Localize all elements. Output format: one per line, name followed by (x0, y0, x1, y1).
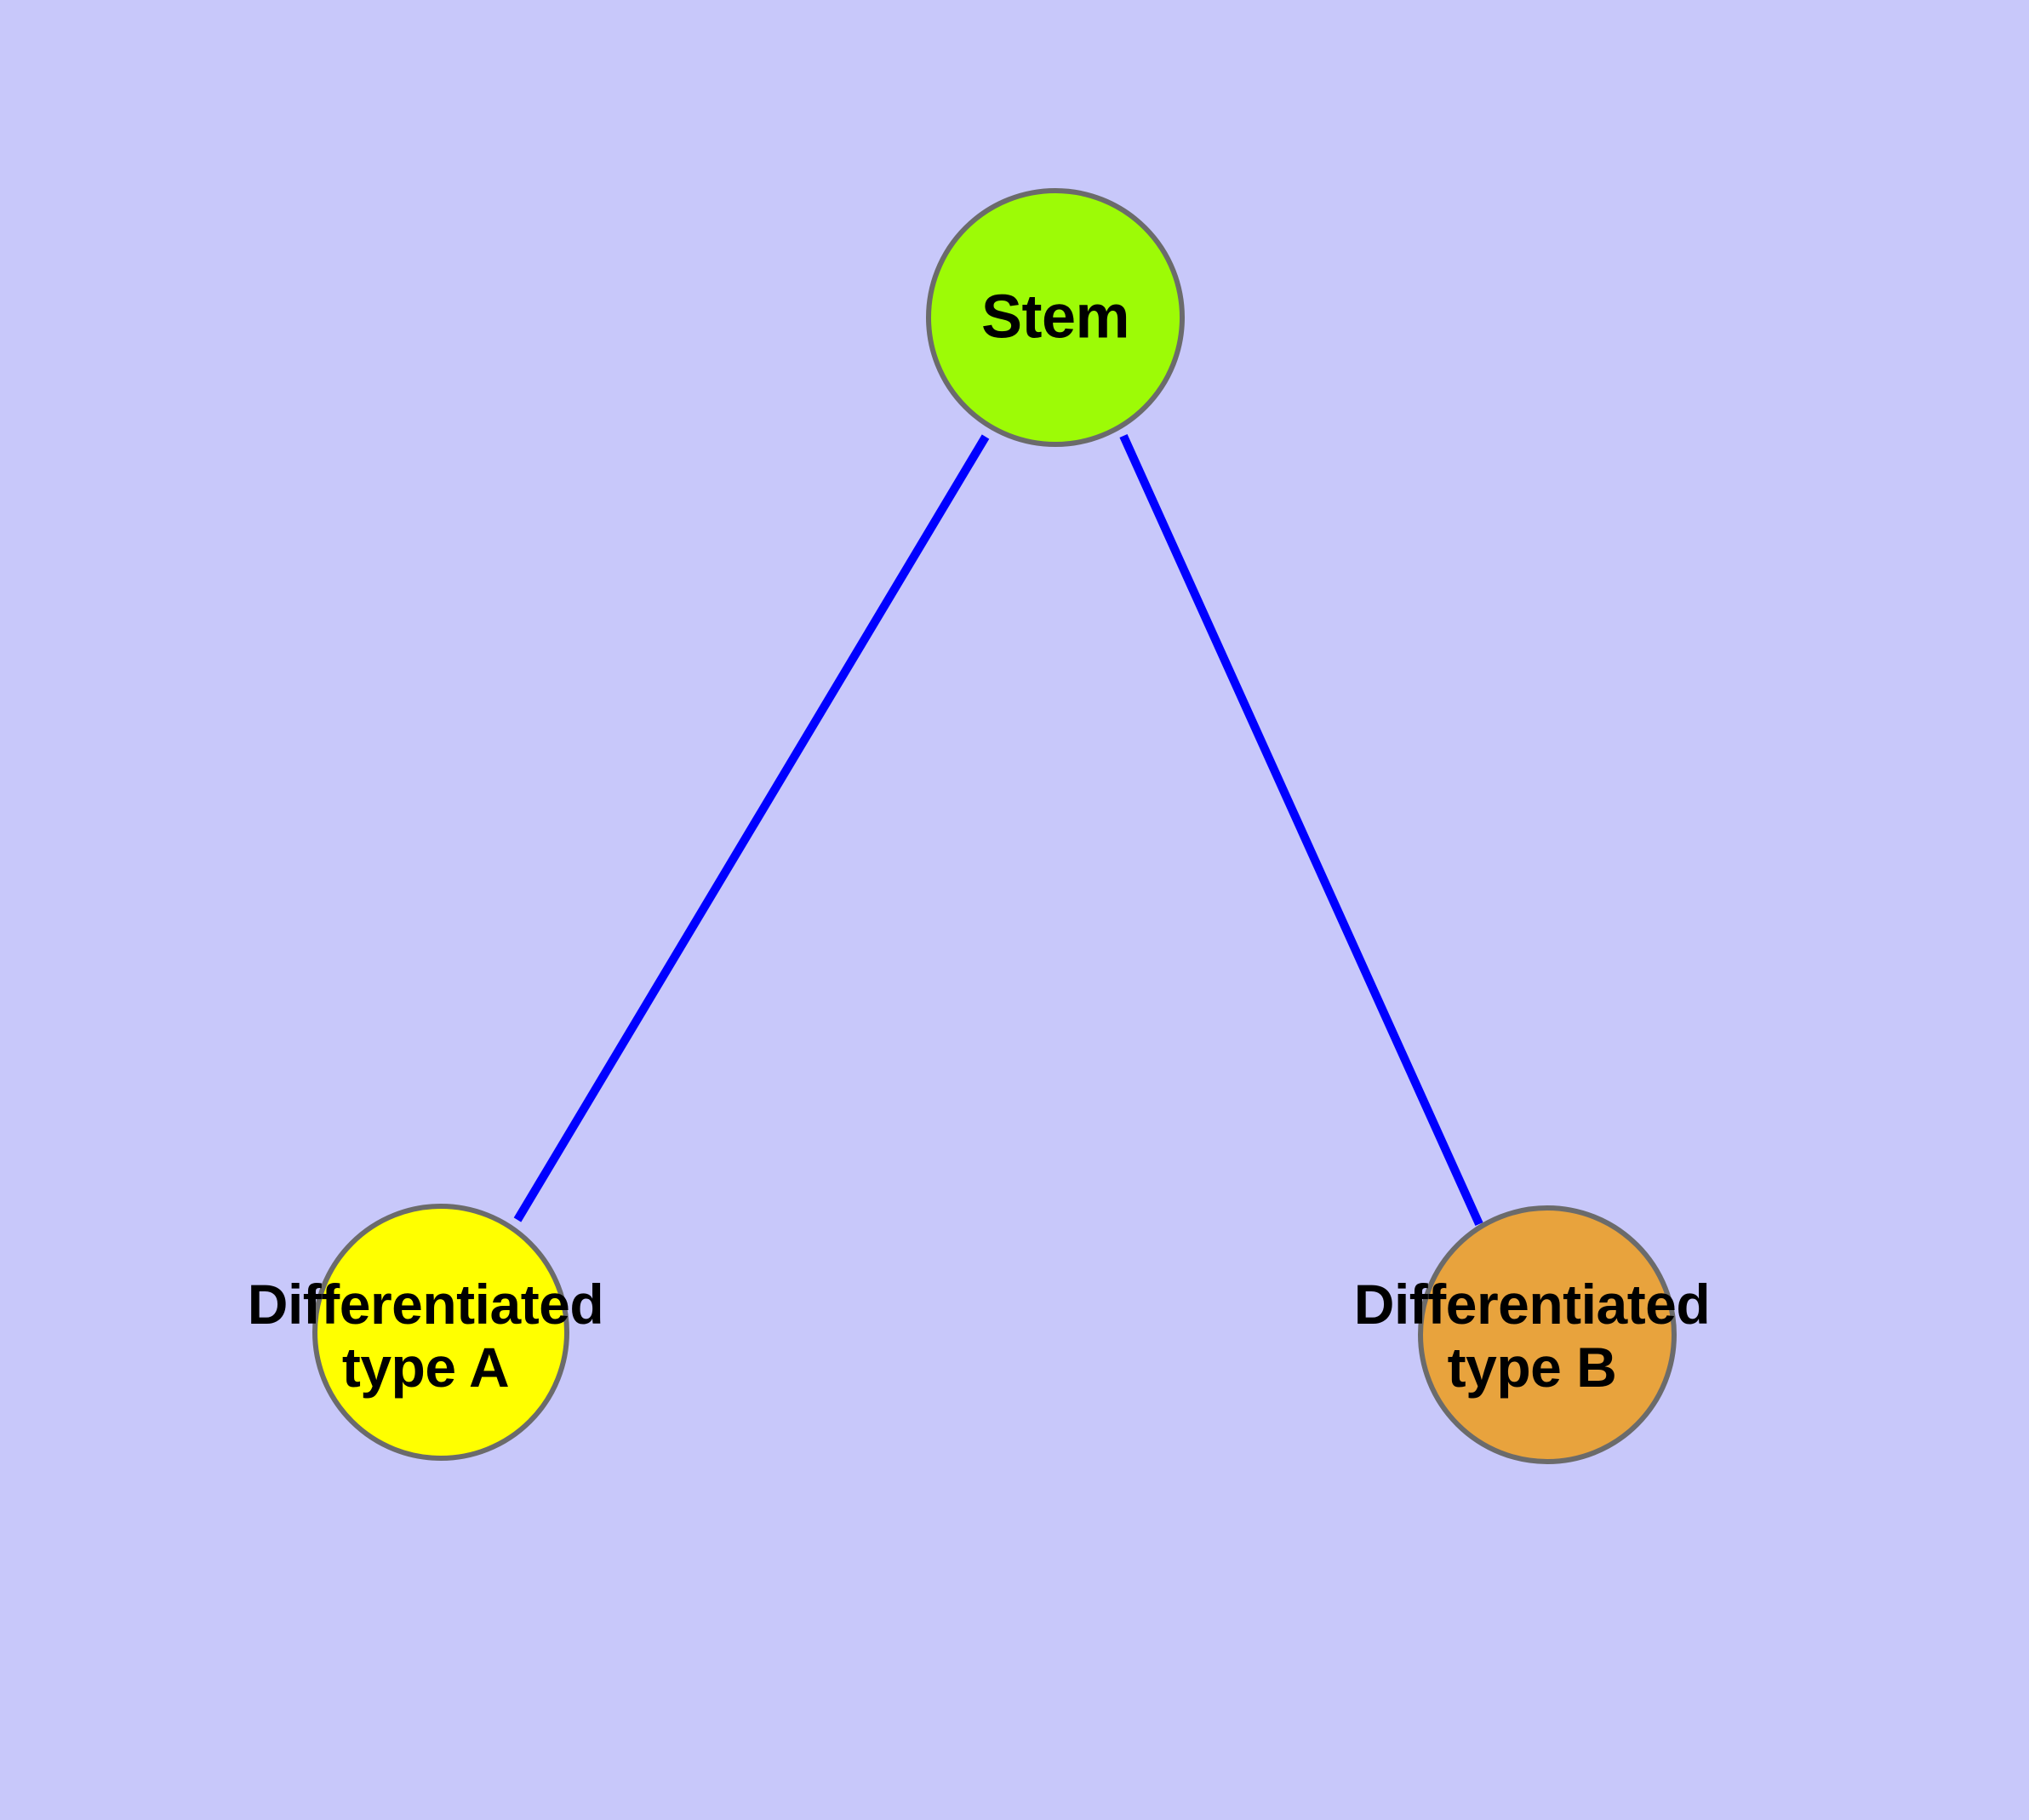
edge-stem-to-diff-a (513, 434, 990, 1222)
edge-stem-to-diff-b (1119, 433, 1483, 1227)
node-differentiated-type-a[interactable] (312, 1204, 569, 1461)
node-stem[interactable] (926, 188, 1185, 447)
node-differentiated-type-b[interactable] (1418, 1205, 1677, 1464)
